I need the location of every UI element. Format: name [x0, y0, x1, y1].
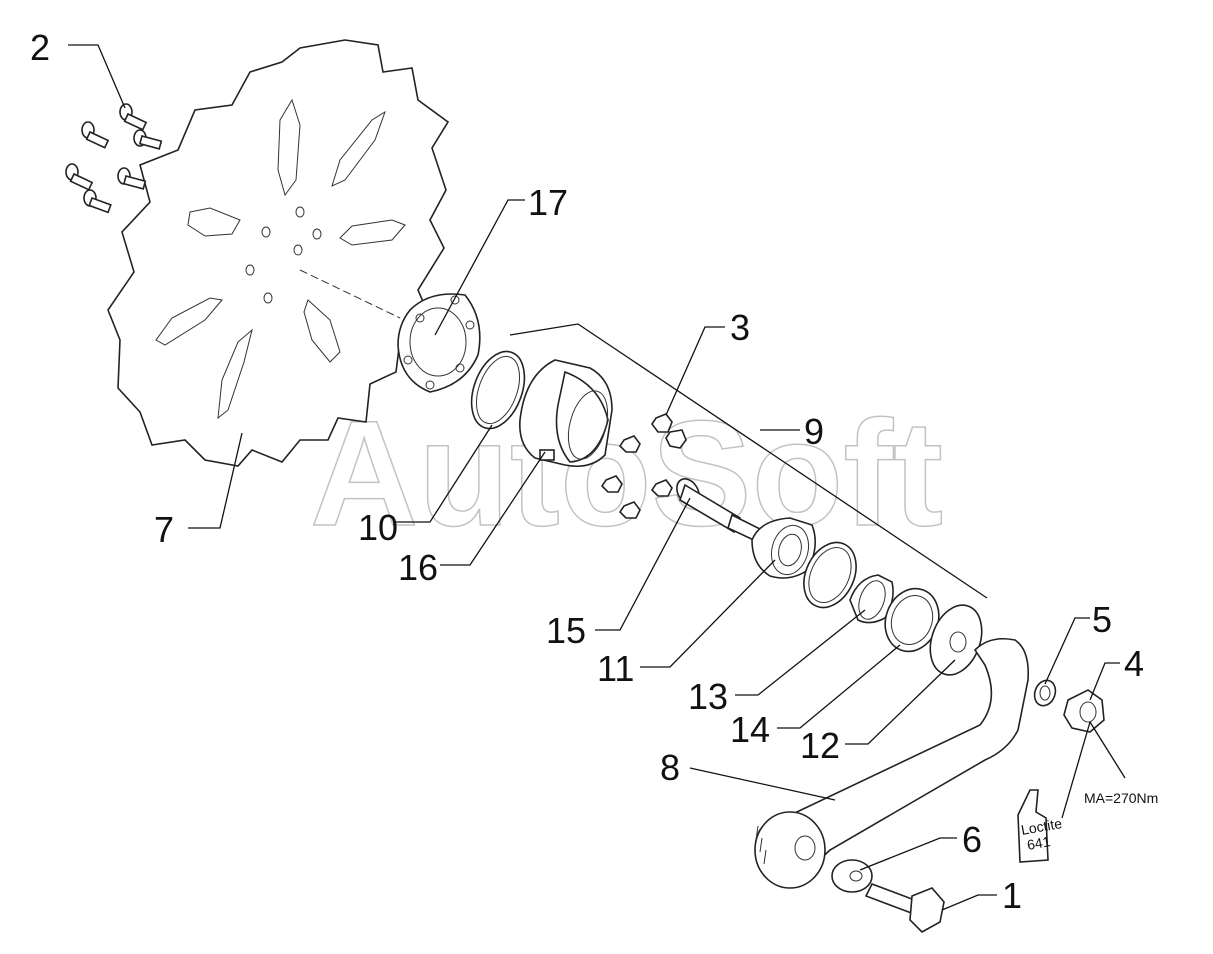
callout-7: 7	[154, 509, 174, 550]
callout-2: 2	[30, 27, 50, 68]
circlip-outer-icon	[803, 541, 857, 609]
loctite-code-label: 641	[1026, 833, 1052, 853]
callout-3: 3	[730, 307, 750, 348]
watermark-text: AutoSoft	[310, 389, 943, 557]
seal-ring-icon	[884, 587, 940, 653]
spacer-ring-icon	[849, 574, 894, 624]
callout-12: 12	[800, 725, 840, 766]
callout-1: 1	[1002, 875, 1022, 916]
callout-15: 15	[546, 610, 586, 651]
callout-16: 16	[398, 547, 438, 588]
leader-lines	[68, 44, 1126, 911]
hex-bolt-icon	[864, 882, 945, 933]
serrated-disc-icon	[107, 39, 450, 467]
bolt-washer-icon	[831, 859, 873, 893]
hub-icon	[518, 359, 613, 468]
loctite-brand-label: Loctite	[1020, 815, 1064, 838]
callout-5: 5	[1092, 599, 1112, 640]
callout-labels: 2 7 17 3 9 10 16 15 11 13 14 12 5 4 8 6 …	[30, 27, 1158, 916]
callout-13: 13	[688, 676, 728, 717]
callout-8: 8	[660, 747, 680, 788]
loctite-tube-icon: Loctite 641	[1017, 789, 1064, 863]
callout-14: 14	[730, 709, 770, 750]
callout-17: 17	[528, 182, 568, 223]
torque-note: MA=270Nm	[1084, 790, 1158, 806]
callout-10: 10	[358, 507, 398, 548]
screw-set-icon	[65, 103, 163, 214]
callout-6: 6	[962, 819, 982, 860]
callout-9: 9	[804, 411, 824, 452]
axle-nut-icon	[1063, 689, 1105, 733]
hex-nut-set-icon	[600, 413, 687, 519]
flange-gasket-icon	[397, 293, 481, 393]
washer-small-icon	[1033, 679, 1057, 707]
hub-arm-icon	[754, 637, 1030, 889]
circlip-icon	[470, 350, 526, 430]
callout-11: 11	[597, 648, 634, 689]
callout-4: 4	[1124, 643, 1144, 684]
